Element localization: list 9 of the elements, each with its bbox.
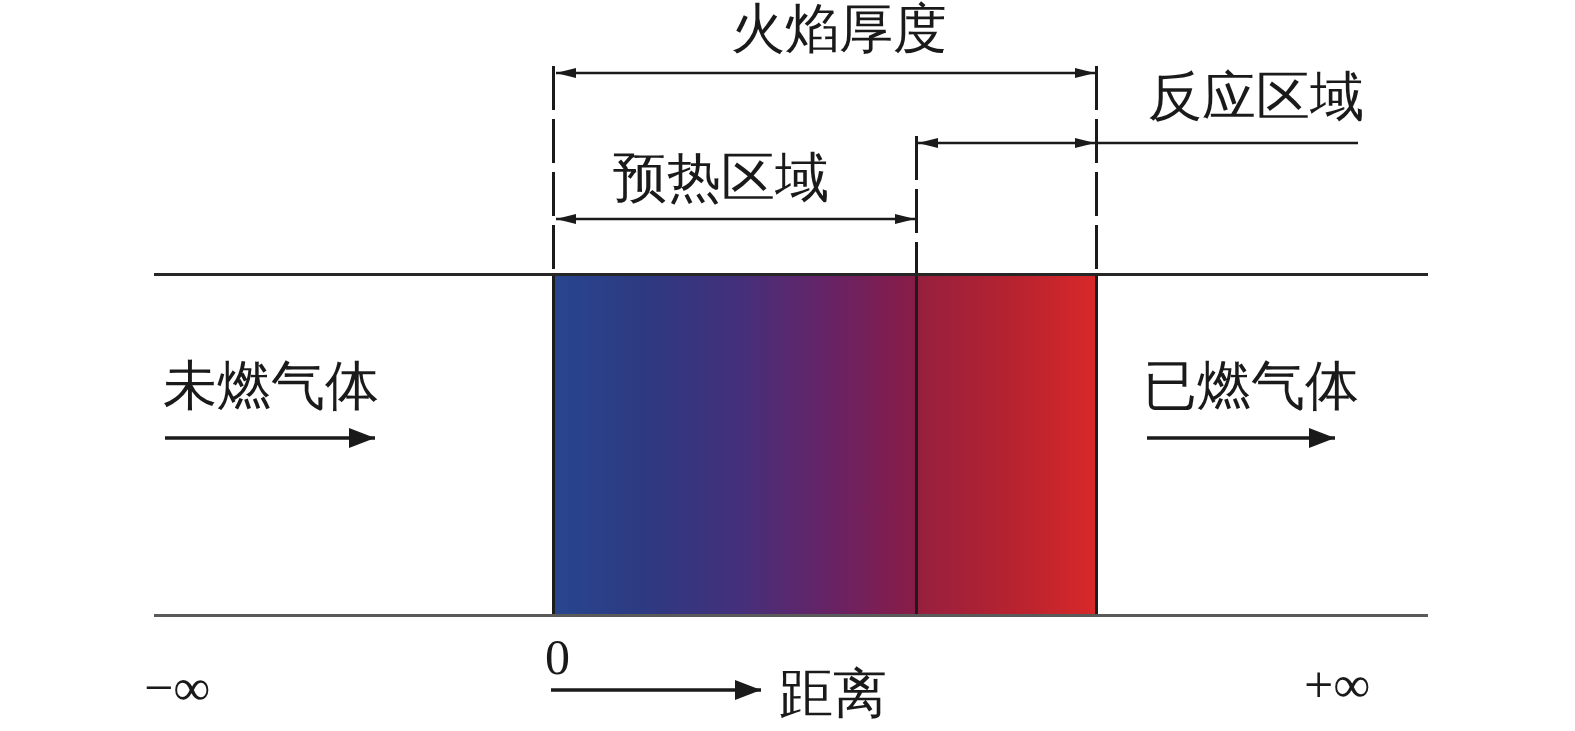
- infinity-label: +∞: [1304, 659, 1371, 711]
- axis-title: 距离: [779, 667, 887, 721]
- infinity-label: −∞: [144, 662, 211, 714]
- gas-label: 未燃气体: [163, 359, 379, 413]
- origin-label: 0: [545, 632, 570, 682]
- dimension-label: 火焰厚度: [731, 2, 947, 56]
- dimension-label: 预热区域: [613, 151, 829, 205]
- dimension-label: 反应区域: [1148, 70, 1364, 124]
- gas-label: 已燃气体: [1143, 359, 1359, 413]
